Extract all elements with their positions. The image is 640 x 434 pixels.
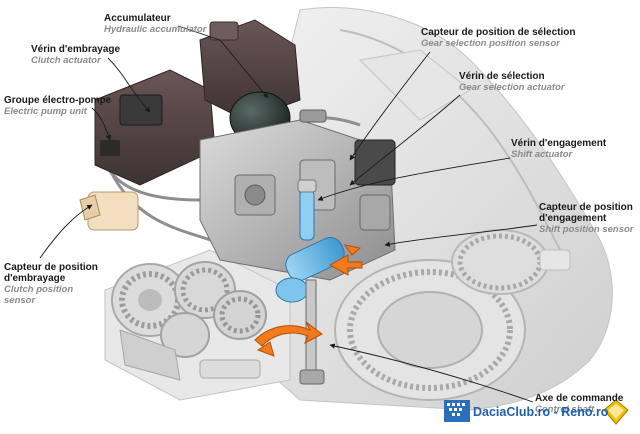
label-gear-selection-actuator: Vérin de sélection Gear selection actuat… (459, 71, 565, 93)
motion-arrows (254, 244, 363, 357)
label-gear-selection-actuator-fr: Vérin de sélection (459, 71, 545, 82)
label-control-shaft: Axe de commande Control shaft (535, 393, 623, 415)
label-electric-pump-unit: Groupe électro-pompe Electric pump unit (4, 95, 111, 117)
watermark-site-reno: Reno.ro (561, 405, 609, 419)
label-clutch-actuator-en: Clutch actuator (31, 55, 101, 66)
gear-set (104, 249, 291, 401)
label-shift-actuator: Vérin d'engagement Shift actuator (511, 138, 606, 160)
electric-pump-unit (94, 69, 216, 186)
label-clutch-actuator-fr: Vérin d'embrayage (31, 44, 121, 55)
label-accumulator-en: Hydraulic accumulator (104, 24, 207, 35)
watermark: DaciaClub.ro - Reno.ro (473, 405, 608, 419)
watermark-site-daciaclub: DaciaClub.ro (473, 405, 551, 419)
label-electric-pump-unit-en: Electric pump unit (4, 106, 87, 117)
label-accumulator: Accumulateur Hydraulic accumulator (104, 13, 206, 35)
label-shift-position-sensor-en: Shift position sensor (539, 224, 634, 235)
shift-actuator-blue (275, 179, 345, 303)
label-gear-selection-sensor-fr: Capteur de position de sélection (421, 27, 576, 38)
label-control-shaft-en: Control shaft (535, 404, 595, 415)
label-clutch-actuator: Vérin d'embrayage Clutch actuator (31, 44, 120, 66)
label-gear-selection-sensor-en: Gear selection position sensor (421, 38, 560, 49)
label-clutch-position-sensor-fr: Capteur de position d'embrayage (4, 262, 98, 284)
label-shift-position-sensor: Capteur de position d'engagement Shift p… (539, 202, 633, 235)
gearbox-housing (219, 7, 613, 411)
watermark-separator: - (550, 405, 562, 419)
label-shift-position-sensor-fr: Capteur de position d'engagement (539, 202, 633, 224)
label-gear-selection-sensor: Capteur de position de sélection Gear se… (421, 27, 575, 49)
label-shift-actuator-en: Shift actuator (511, 149, 573, 160)
renault-logo (603, 399, 629, 425)
leader-lines (39, 25, 538, 403)
label-control-shaft-fr: Axe de commande (535, 393, 624, 404)
daciaclub-logo (444, 400, 470, 422)
label-gear-selection-actuator-en: Gear selection actuator (459, 82, 565, 93)
label-clutch-position-sensor-en: Clutch position sensor (4, 284, 74, 306)
label-shift-actuator-fr: Vérin d'engagement (511, 138, 607, 149)
label-accumulator-fr: Accumulateur (104, 13, 171, 24)
label-clutch-position-sensor: Capteur de position d'embrayage Clutch p… (4, 262, 98, 306)
label-electric-pump-unit-fr: Groupe électro-pompe (4, 95, 112, 106)
